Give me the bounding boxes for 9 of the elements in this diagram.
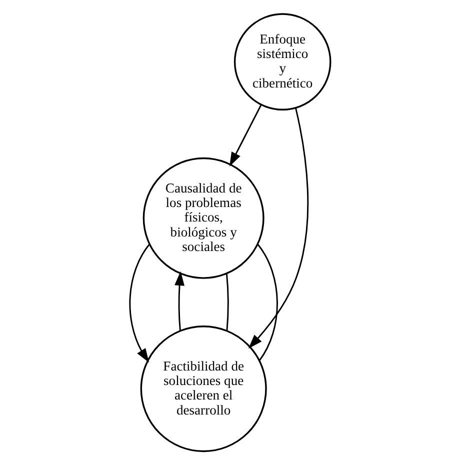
- connector: [256, 243, 278, 361]
- arrow: [229, 104, 262, 166]
- arrow: [128, 243, 150, 362]
- connector: [225, 272, 228, 331]
- arrow: [174, 270, 184, 331]
- node-circle: Enfoque sistémico y cibernético: [233, 12, 331, 110]
- node-circle: Factibilidad de soluciones que aceleren el desarrollo: [140, 325, 266, 452]
- arrow: [248, 107, 308, 348]
- node-circle: Causalidad de los problemas físicos, biológicos y sociales: [142, 156, 264, 278]
